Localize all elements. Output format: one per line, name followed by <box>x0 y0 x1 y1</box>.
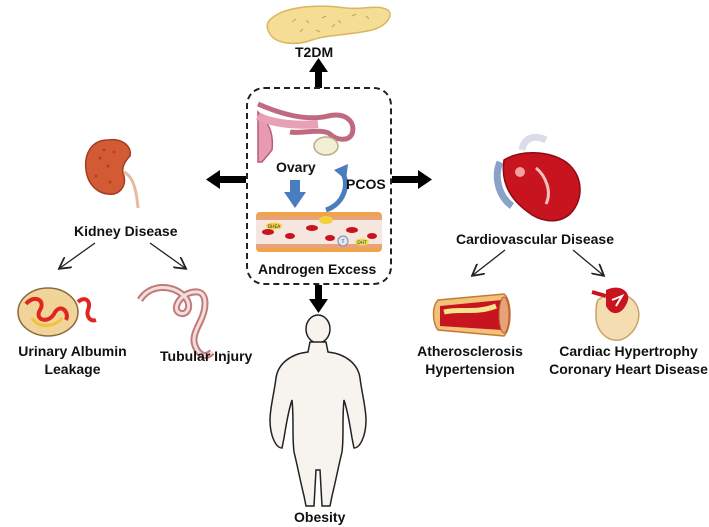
label-cardiac-line1: Cardiac Hypertrophy <box>559 343 698 359</box>
cell-tag-0: DHEA <box>268 224 282 230</box>
tubule-icon <box>137 284 215 359</box>
label-athero-line1: Atherosclerosis <box>417 343 523 359</box>
label-athero-line2: Hypertension <box>425 361 515 377</box>
arrow-down-obesity <box>309 285 328 313</box>
label-atherosclerosis-hypertension: Atherosclerosis Hypertension <box>410 342 530 378</box>
label-androgen-excess: Androgen Excess <box>258 261 377 277</box>
ovary-uterus-icon <box>256 101 356 163</box>
heart-icon <box>493 133 581 222</box>
arrow-kidney-to-urinary <box>60 242 96 268</box>
label-tubular-injury: Tubular Injury <box>160 348 253 364</box>
arrow-cardio-to-cardiac <box>572 249 603 275</box>
label-cardiac-line2: Coronary Heart Disease <box>549 361 708 377</box>
arrow-up-t2dm <box>309 58 328 88</box>
cell-tag-2: DHT <box>357 240 367 246</box>
arrow-left-kidney <box>206 170 246 189</box>
blood-vessel-icon <box>256 212 382 252</box>
label-kidney-disease: Kidney Disease <box>74 223 178 239</box>
down-arrow-ovary-to-blood <box>284 180 306 208</box>
kidney-icon <box>84 138 140 209</box>
label-cardiovascular-disease: Cardiovascular Disease <box>456 231 614 247</box>
obese-body-icon <box>269 314 367 507</box>
pancreas-icon <box>266 5 391 45</box>
label-pcos: PCOS <box>346 176 386 192</box>
center-dashed-box <box>246 87 392 285</box>
label-cardiac-coronary: Cardiac Hypertrophy Coronary Heart Disea… <box>548 342 709 378</box>
artery-plaque-icon <box>432 293 511 337</box>
arrow-kidney-to-tubular <box>149 242 185 268</box>
label-ovary: Ovary <box>276 159 316 175</box>
label-urinary-albumin: Urinary Albumin Leakage <box>0 342 145 378</box>
label-urinary-line1: Urinary Albumin <box>18 343 127 359</box>
label-t2dm: T2DM <box>295 44 334 60</box>
hypertrophic-heart-icon <box>591 287 640 341</box>
cell-tag-1: T <box>341 239 345 245</box>
glomerulus-icon <box>17 287 97 337</box>
arrow-cardio-to-athero <box>473 249 506 275</box>
label-obesity: Obesity <box>294 509 346 525</box>
arrow-right-cardio <box>392 170 432 189</box>
label-urinary-line2: Leakage <box>44 361 101 377</box>
cycle-arrowhead-icon <box>334 164 348 180</box>
